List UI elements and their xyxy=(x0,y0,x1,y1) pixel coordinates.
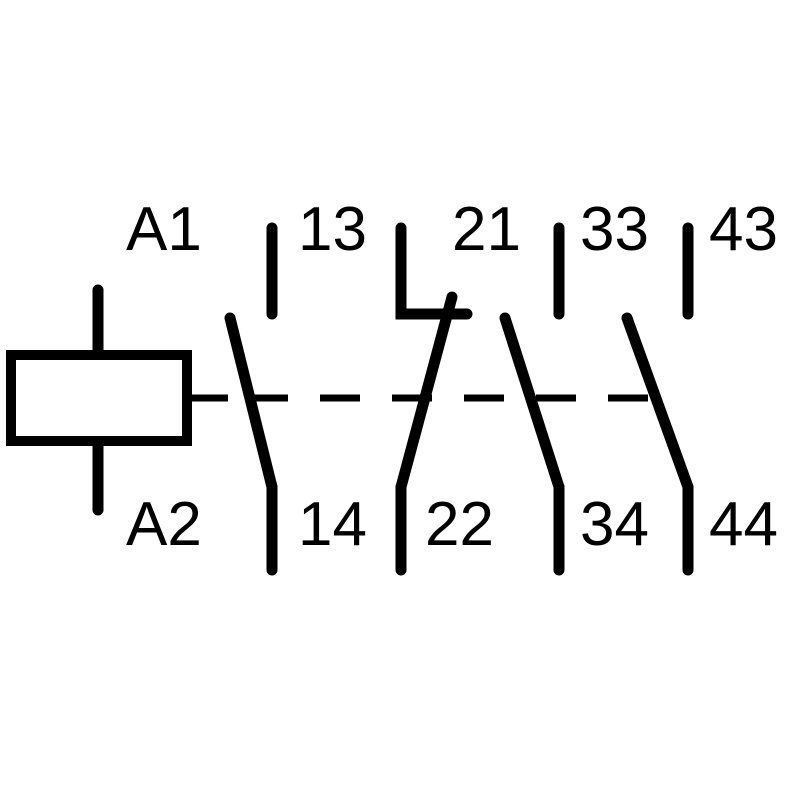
coil-label-a1: A1 xyxy=(126,195,202,264)
contact-blade xyxy=(224,312,278,493)
contact-label-33: 33 xyxy=(580,195,649,264)
contact-blade xyxy=(621,312,694,493)
coil: A1 A2 xyxy=(6,195,202,559)
contact-label-14: 14 xyxy=(298,490,367,559)
contact-label-34: 34 xyxy=(580,490,649,559)
contact-label-21: 21 xyxy=(452,195,521,264)
contact-label-13: 13 xyxy=(298,195,367,264)
contact-blade xyxy=(395,291,458,493)
contact-label-22: 22 xyxy=(425,490,494,559)
contact-no-43-44: 43 44 xyxy=(621,195,778,576)
contact-nc-21-22: 21 22 xyxy=(395,195,521,576)
contact-no-13-14: 13 14 xyxy=(224,195,367,576)
contact-blade xyxy=(499,312,565,493)
coil-box xyxy=(6,350,192,446)
contact-label-43: 43 xyxy=(709,195,778,264)
contact-no-33-34: 33 34 xyxy=(499,195,649,576)
coil-label-a2: A2 xyxy=(126,490,202,559)
contact-label-44: 44 xyxy=(709,490,778,559)
